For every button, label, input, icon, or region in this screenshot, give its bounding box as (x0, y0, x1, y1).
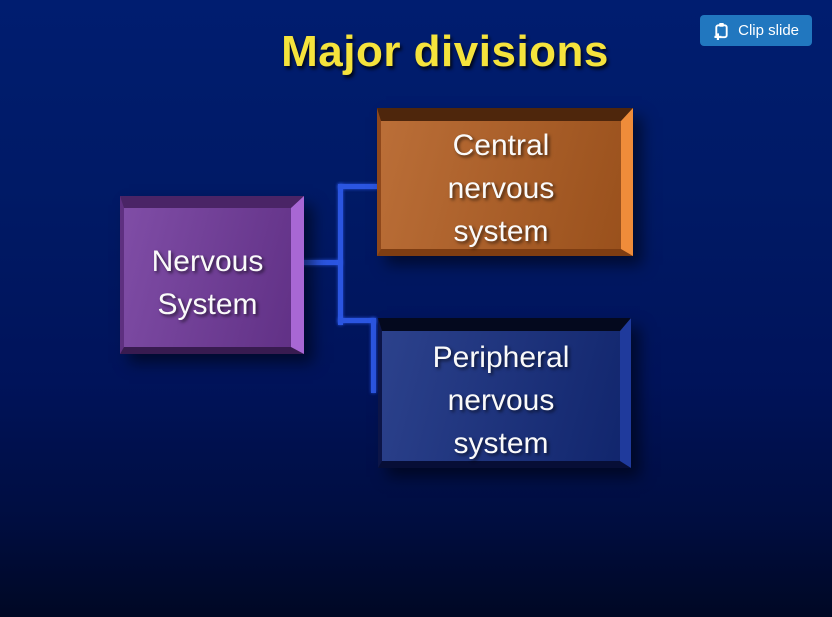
box-label-line: Central (452, 128, 550, 162)
box-label-line: system (453, 214, 549, 248)
connector-peripheral-vertical (371, 318, 376, 393)
slide-title: Major divisions (281, 27, 609, 76)
box-label-line: Peripheral (432, 340, 570, 374)
clip-slide-button[interactable]: Clip slide (700, 15, 812, 46)
central-nervous-system-box: Central nervous system (377, 108, 633, 256)
box-label-line: nervous (447, 383, 555, 417)
clipboard-plus-icon (713, 22, 730, 40)
box-label-line: Nervous (151, 244, 264, 278)
connector-central-branch (338, 184, 378, 189)
connector-trunk-vertical (338, 184, 343, 325)
peripheral-nervous-system-box: Peripheral nervous system (378, 318, 631, 468)
nervous-system-box: Nervous System (120, 196, 304, 354)
connector-peripheral-jog (338, 318, 376, 323)
box-label-line: System (157, 287, 258, 321)
clip-slide-label: Clip slide (738, 22, 799, 39)
connector-root-horizontal (297, 260, 342, 265)
box-label-line: system (453, 426, 549, 460)
box-label-line: nervous (447, 171, 555, 205)
